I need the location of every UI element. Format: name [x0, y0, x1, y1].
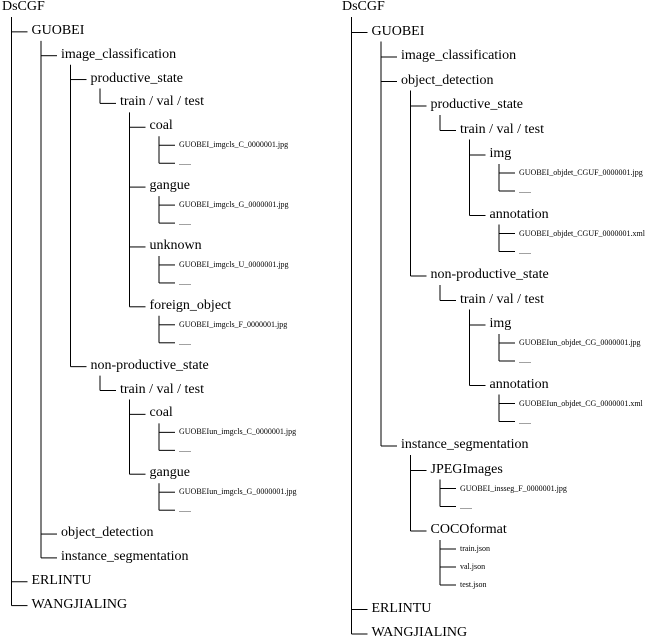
tree-node-wangjialing: WANGJIALING — [31, 596, 128, 612]
tree-node-object-detection: object_detection — [61, 525, 154, 541]
tree-node-coal: coal — [149, 405, 173, 421]
tree-node-instance-segmentation: instance_segmentation — [61, 548, 189, 564]
tree-node-gangue: gangue — [149, 178, 190, 194]
tree-node-guobei: GUOBEI — [31, 22, 85, 38]
tree-node-train-val-test: train / val / test — [120, 94, 204, 110]
tree-node-dots: ...... — [179, 337, 191, 347]
tree-node-train-val-test: train / val / test — [460, 121, 544, 137]
tree-node-non-productive-state: non-productive_state — [430, 267, 549, 282]
tree-node-train-json: train.json — [460, 544, 490, 553]
tree-node-guobeiun-objdet-cg-0000001-jpg: GUOBEIun_objdet_CG_0000001.jpg — [519, 338, 641, 347]
tree-node-dots: ...... — [519, 246, 531, 256]
tree-node-dscgf: DsCGF — [342, 0, 385, 14]
tree-node-guobei-objdet-cguf-0000001-xml: GUOBEI_objdet_CGUF_0000001.xml — [519, 228, 645, 238]
tree-node-jpegimages: JPEGImages — [430, 461, 503, 477]
tree-node-guobei-imgcls-g-0000001-jpg: GUOBEI_imgcls_G_0000001.jpg — [179, 200, 289, 210]
tree-node-cocoformat: COCOformat — [430, 522, 507, 537]
tree-node-guobei-insseg-f-0000001-jpg: GUOBEI_insseg_F_0000001.jpg — [460, 483, 567, 493]
tree-node-wangjialing: WANGJIALING — [371, 625, 468, 640]
tree-node-dscgf: DsCGF — [2, 0, 45, 14]
tree-node-guobeiun-objdet-cg-0000001-xml: GUOBEIun_objdet_CG_0000001.xml — [519, 398, 643, 408]
tree-node-dots: ...... — [519, 356, 531, 365]
tree-node-erlintu: ERLINTU — [31, 572, 92, 588]
tree-node-train-val-test: train / val / test — [460, 291, 544, 307]
tree-node-img: img — [489, 316, 512, 331]
tree-node-guobei-imgcls-c-0000001-jpg: GUOBEI_imgcls_C_0000001.jpg — [179, 140, 289, 150]
tree-node-guobei: GUOBEI — [371, 23, 425, 39]
tree-node-guobei-imgcls-u-0000001-jpg: GUOBEI_imgcls_U_0000001.jpg — [179, 259, 289, 269]
tree-node-guobeiun-imgcls-c-0000001-jpg: GUOBEIun_imgcls_C_0000001.jpg — [179, 427, 297, 437]
tree-node-dots: ...... — [179, 158, 191, 168]
tree-node-guobei-imgcls-f-0000001-jpg: GUOBEI_imgcls_F_0000001.jpg — [179, 319, 288, 329]
tree-node-productive-state: productive_state — [430, 97, 524, 112]
tree-node-dots: ...... — [519, 416, 531, 426]
tree-node-unknown: unknown — [149, 237, 202, 253]
tree-node-image-classification: image_classification — [61, 46, 177, 62]
tree-node-dots: ...... — [460, 501, 472, 511]
tree-node-train-val-test: train / val / test — [120, 381, 204, 397]
tree-node-guobei-objdet-cguf-0000001-jpg: GUOBEI_objdet_CGUF_0000001.jpg — [519, 168, 643, 177]
tree-node-dots: ...... — [179, 218, 191, 228]
tree-node-val-json: val.json — [460, 562, 486, 571]
tree-node-object-detection: object_detection — [401, 72, 494, 88]
tree-node-productive-state: productive_state — [90, 70, 184, 86]
tree-node-dots: ...... — [179, 445, 191, 455]
tree-node-test-json: test.json — [460, 580, 487, 589]
tree-node-dots: ...... — [179, 505, 191, 515]
tree-node-non-productive-state: non-productive_state — [90, 357, 209, 373]
tree-node-dots: ...... — [519, 186, 531, 195]
tree-node-annotation: annotation — [489, 206, 549, 222]
tree-node-img: img — [489, 146, 512, 161]
tree-node-image-classification: image_classification — [401, 48, 517, 63]
tree-node-foreign-object: foreign_object — [149, 297, 232, 313]
tree-node-guobeiun-imgcls-g-0000001-jpg: GUOBEIun_imgcls_G_0000001.jpg — [179, 487, 297, 497]
tree-node-annotation: annotation — [489, 376, 549, 392]
tree-node-erlintu: ERLINTU — [371, 600, 432, 616]
tree-node-coal: coal — [149, 118, 173, 134]
tree-node-instance-segmentation: instance_segmentation — [401, 437, 529, 452]
tree-node-dots: ...... — [179, 277, 191, 287]
tree-node-gangue: gangue — [149, 465, 190, 481]
